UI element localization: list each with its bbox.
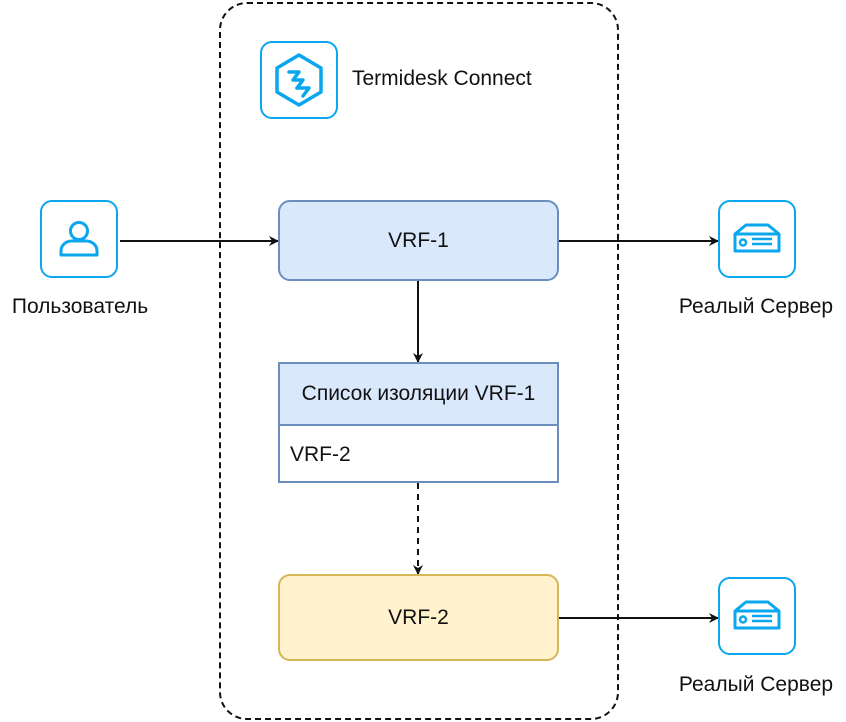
termidesk-logo-icon: [275, 53, 323, 107]
isolation-list-item[interactable]: VRF-2: [290, 442, 351, 466]
vrf1-node[interactable]: VRF-1: [278, 200, 559, 281]
termidesk-logo-tile: [260, 41, 338, 119]
server-icon: [733, 223, 781, 253]
server-bottom-icon-tile: [718, 577, 796, 655]
vrf2-label: VRF-2: [388, 605, 449, 629]
isolation-list: Список изоляции VRF-1 VRF-2: [278, 362, 559, 483]
termidesk-connect-group: [219, 2, 619, 720]
vrf1-label: VRF-1: [388, 228, 449, 252]
server-top-icon-tile: [718, 200, 796, 278]
server-top-label: Реалый Сервер: [678, 295, 834, 318]
isolation-list-title: Список изоляции VRF-1: [280, 364, 557, 426]
user-label: Пользователь: [11, 295, 149, 318]
server-bottom-label: Реалый Сервер: [678, 673, 834, 696]
user-icon-tile: [40, 200, 118, 278]
group-title: Termidesk Connect: [352, 67, 532, 90]
server-icon: [733, 600, 781, 630]
user-icon: [59, 221, 99, 257]
vrf2-node[interactable]: VRF-2: [278, 574, 559, 661]
